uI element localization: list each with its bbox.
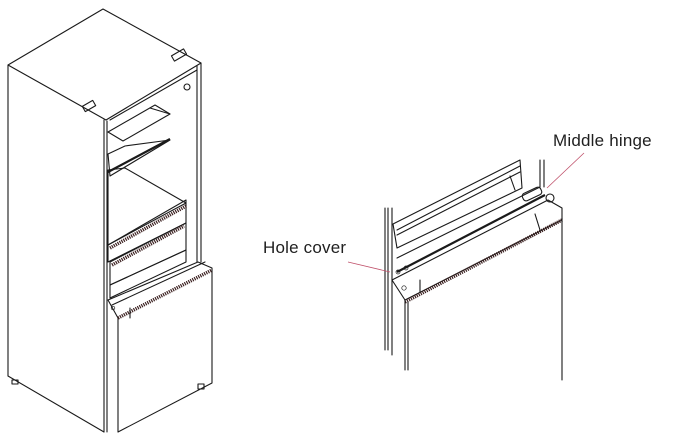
hinge-detail-view <box>384 159 563 381</box>
middle-hinge-leader-line <box>546 152 585 189</box>
hole-cover-label: Hole cover <box>263 238 347 257</box>
hole-cover-leader-line <box>347 261 391 273</box>
fridge-full-view <box>7 8 213 433</box>
middle-hinge-label: Middle hinge <box>553 131 652 150</box>
